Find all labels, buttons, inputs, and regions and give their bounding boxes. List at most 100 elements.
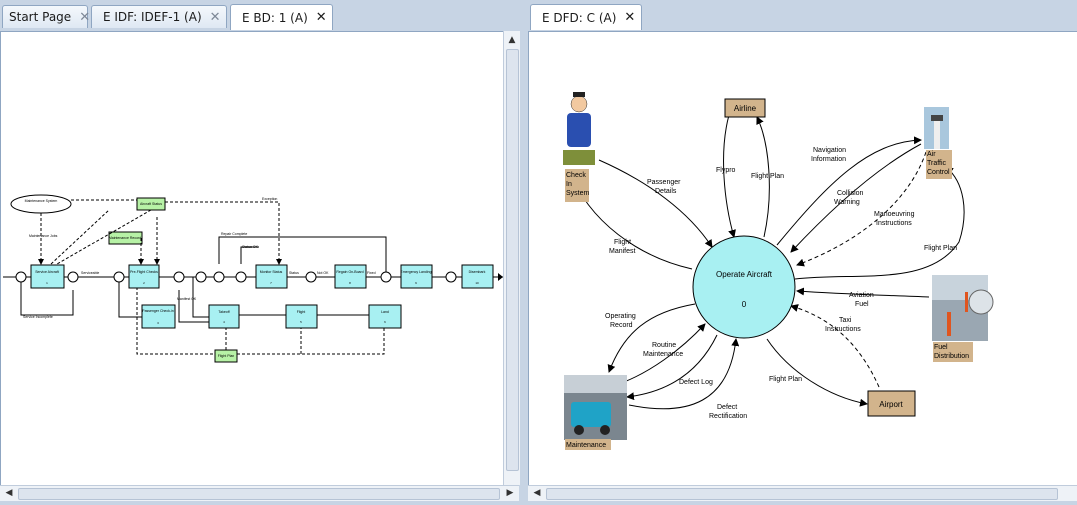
fuel-truck-icon[interactable] <box>932 275 994 341</box>
junction-node[interactable] <box>15 271 27 283</box>
junctions <box>15 271 457 283</box>
box-number: 2 <box>143 281 145 285</box>
flow-passenger-details <box>598 159 713 248</box>
maintenance-label-bg <box>565 439 611 450</box>
junction-node[interactable] <box>380 271 392 283</box>
operate-aircraft-process[interactable] <box>692 235 796 339</box>
airport-entity[interactable] <box>867 390 916 417</box>
monitor-status-box[interactable] <box>255 264 288 289</box>
bd-boxes: Service Aircraft 1 Pre-Flight Checks 2 P… <box>30 264 494 329</box>
close-icon[interactable]: ✕ <box>209 9 221 25</box>
disembark-box[interactable] <box>461 264 494 289</box>
junction-node[interactable] <box>235 271 247 283</box>
flight-plan-atc-label: Flight Plan <box>924 245 957 252</box>
aircraft-status-label: Aircraft Status <box>140 202 162 206</box>
scroll-up-icon[interactable]: ▲ <box>508 35 516 45</box>
bd-vertical-scrollbar[interactable]: ▲ <box>503 31 520 485</box>
block-diagram: Maintenance System Aircraft Status Maint… <box>3 194 503 363</box>
emergency-landing-box[interactable] <box>400 264 433 289</box>
maintenance-vehicle-icon[interactable] <box>564 375 627 440</box>
junction-node[interactable] <box>113 271 125 283</box>
close-icon[interactable]: ✕ <box>79 9 91 25</box>
junction-node[interactable] <box>213 271 225 283</box>
manifest-ok-label: Manifest OK <box>177 297 197 301</box>
flow-flypro <box>723 114 736 238</box>
flow-flight-plan-airline <box>756 116 770 238</box>
process-number: 0 <box>742 300 747 309</box>
flow-taxi-instructions <box>790 304 880 388</box>
maintenance-record-note[interactable] <box>108 231 143 245</box>
bd-horizontal-scrollbar[interactable]: ◀ ▶ <box>0 485 519 501</box>
flight-box[interactable] <box>285 304 318 329</box>
dfd-flows <box>567 114 965 410</box>
passenger-checkin-box[interactable] <box>141 304 176 329</box>
takeoff-box[interactable] <box>208 304 240 329</box>
dfd-canvas[interactable]: Operate Aircraft 0 Airline Airport Check… <box>528 31 1077 487</box>
fixed-label: Fixed <box>367 271 376 275</box>
bd-flow-labels: Serviceable Service Incomplete Maintenan… <box>23 197 376 319</box>
scroll-thumb[interactable] <box>506 49 519 471</box>
tab-bd[interactable]: E BD: 1 (A) ✕ <box>230 4 333 30</box>
flight-plan-label: Flight Plan <box>218 354 235 358</box>
service-aircraft-label: Service Aircraft <box>35 270 59 274</box>
status-label: Status <box>289 271 299 275</box>
airline-label: Airline <box>734 104 757 113</box>
flow-defect-rectification <box>628 338 740 410</box>
tab-dfd[interactable]: E DFD: C (A) ✕ <box>530 4 642 30</box>
scroll-left-icon[interactable]: ◀ <box>5 488 13 498</box>
emergency-landing-label: Emergency Landing <box>400 270 431 274</box>
scroll-left-icon[interactable]: ◀ <box>533 488 541 498</box>
flow-end-arrow <box>498 273 503 281</box>
maintenance-system-node[interactable] <box>10 194 72 214</box>
feedback-flows <box>20 236 387 323</box>
regain-onboard-box[interactable] <box>334 264 367 289</box>
scroll-right-icon[interactable]: ▶ <box>506 488 514 498</box>
atc-label-bg <box>926 150 952 179</box>
airline-entity[interactable] <box>724 98 766 118</box>
check-in-icon[interactable] <box>563 92 595 165</box>
takeoff-label: Takeoff <box>218 310 229 314</box>
preflight-box[interactable] <box>128 264 160 289</box>
status-ok-label: Status OK <box>242 245 259 249</box>
tab-idef[interactable]: E IDF: IDEF-1 (A) ✕ <box>91 5 227 28</box>
service-aircraft-box[interactable] <box>30 264 65 289</box>
check-in-label-bg <box>565 169 589 202</box>
tab-start-page[interactable]: Start Page ✕ <box>2 5 91 28</box>
dfd-horizontal-scrollbar[interactable]: ◀ <box>528 485 1077 501</box>
preflight-label: Pre-Flight Checks <box>130 270 158 274</box>
serviceable-label: Serviceable <box>81 271 99 275</box>
flow-defect-log <box>626 334 718 401</box>
not-ok-label: Not OK <box>317 271 329 275</box>
junction-node[interactable] <box>195 271 207 283</box>
close-icon[interactable]: ✕ <box>624 10 636 25</box>
junction-node[interactable] <box>173 271 185 283</box>
scroll-thumb[interactable] <box>18 488 500 500</box>
flow-operating-record <box>607 303 696 373</box>
junction-node[interactable] <box>305 271 317 283</box>
land-box[interactable] <box>368 304 402 329</box>
flight-label: Flight <box>297 310 306 314</box>
flow-flight-plan-airport <box>766 338 868 407</box>
close-icon[interactable]: ✕ <box>315 10 327 25</box>
control-tower-icon[interactable] <box>924 107 949 149</box>
monitor-status-label: Monitor Status <box>260 270 283 274</box>
flypro-label: Flypro <box>716 167 736 174</box>
land-label: Land <box>381 310 389 314</box>
scroll-thumb[interactable] <box>546 488 1058 500</box>
exception-label: Exception <box>262 197 277 201</box>
box-number: 5 <box>300 320 302 324</box>
bd-canvas[interactable]: Maintenance System Aircraft Status Maint… <box>0 31 504 487</box>
box-number: 8 <box>349 281 351 285</box>
box-number: 10 <box>475 281 479 285</box>
junction-node[interactable] <box>445 271 457 283</box>
junction-node[interactable] <box>67 271 79 283</box>
flow-flight-plan-atc <box>794 166 965 280</box>
tab-label: E IDF: IDEF-1 (A) <box>103 10 202 24</box>
